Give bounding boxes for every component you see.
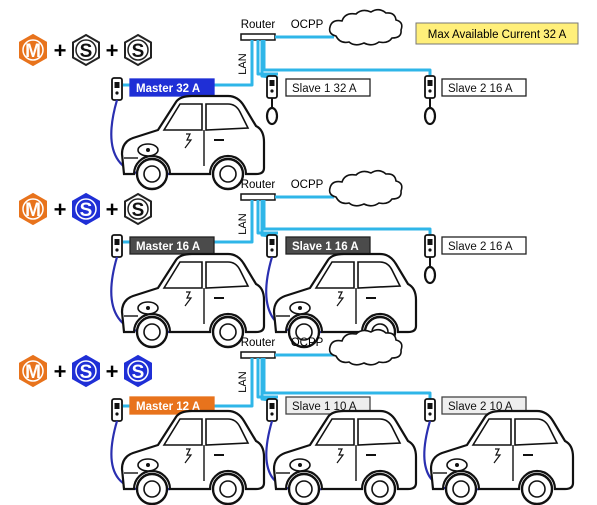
cloud-icon	[328, 169, 403, 207]
slave2-current-label: Slave 2 16 A	[448, 83, 513, 95]
master-current-label: Master 32 A	[136, 83, 200, 95]
router-icon	[240, 33, 276, 41]
badge-letter: S	[132, 362, 145, 383]
charger-icon	[424, 234, 436, 258]
cloud-icon	[328, 328, 403, 366]
badge-ring	[127, 198, 149, 220]
master-current-label-box	[129, 396, 215, 415]
plus-sign: +	[106, 38, 119, 63]
badge-ring	[75, 360, 97, 382]
plus-sign: +	[54, 38, 67, 63]
slave1-current-label: Slave 1 10 A	[292, 401, 357, 413]
lan-cable-slave2	[262, 40, 432, 76]
charger-icon	[424, 398, 436, 422]
master-current-label: Master 16 A	[136, 241, 200, 253]
badge-letter: S	[80, 41, 93, 62]
lan-cable-slave1	[256, 358, 278, 399]
scenario-3: M S S + + Router OCPP LAN Master 12 A Slave 1 10 …	[19, 328, 575, 505]
ocpp-label: OCPP	[291, 179, 324, 191]
slave1-current-label-box	[285, 78, 371, 97]
charger-icon	[111, 77, 123, 101]
router-icon	[240, 193, 276, 201]
slave2-current-label-box	[441, 78, 527, 97]
badge-letter: S	[80, 362, 93, 383]
badge-ring	[22, 198, 44, 220]
max-current-text: Max Available Current 32 A	[428, 29, 567, 41]
slave1-current-label-box	[285, 236, 371, 255]
charger-icon	[111, 398, 123, 422]
charger-icon	[266, 75, 278, 99]
lan-cable-slave2	[262, 200, 432, 235]
badge-letter: M	[25, 41, 41, 62]
slave2-current-label-box	[441, 396, 527, 415]
badge-letter: S	[132, 200, 145, 221]
charger-icon	[266, 234, 278, 258]
badge-letter: S	[80, 200, 93, 221]
master-current-label: Master 12 A	[136, 401, 200, 413]
car-icon	[429, 409, 575, 505]
max-current-box	[415, 22, 579, 45]
charger-icon	[266, 398, 278, 422]
connector-icon	[423, 265, 437, 285]
lan-label: LAN	[237, 371, 249, 392]
charger-icon	[111, 234, 123, 258]
badge-ring	[75, 198, 97, 220]
lan-cable-slave1	[256, 200, 278, 235]
ocpp-label: OCPP	[291, 19, 324, 31]
car-icon	[120, 252, 266, 349]
master-current-label-box	[129, 236, 215, 255]
master-current-label-box	[129, 78, 215, 97]
car-icon	[120, 409, 266, 505]
slave1-current-label: Slave 1 16 A	[292, 241, 359, 253]
router-label: Router	[241, 19, 276, 31]
lan-label: LAN	[237, 213, 249, 234]
ocpp-label: OCPP	[291, 337, 324, 349]
badge-ring	[127, 39, 149, 61]
router-label: Router	[241, 337, 276, 349]
connector-icon	[265, 106, 279, 126]
connector-icon	[423, 106, 437, 126]
lan-label: LAN	[237, 53, 249, 74]
badge-ring	[75, 39, 97, 61]
charger-icon	[424, 75, 436, 99]
slave2-current-label-box	[441, 236, 527, 255]
plus-sign: +	[106, 359, 119, 384]
slave2-current-label: Slave 2 16 A	[448, 241, 513, 253]
badge-letter: M	[25, 362, 41, 383]
badge-ring	[22, 39, 44, 61]
max-current-note: Max Available Current 32 A	[415, 22, 579, 45]
lan-cable-slave1	[256, 40, 278, 76]
car-icon	[120, 94, 266, 191]
slave1-current-label: Slave 1 32 A	[292, 83, 357, 95]
car-icon	[272, 252, 418, 349]
badge-letter: M	[25, 200, 41, 221]
plus-sign: +	[54, 359, 67, 384]
router-label: Router	[241, 179, 276, 191]
slave1-current-label-box	[285, 396, 371, 415]
lan-cable-slave2	[262, 358, 432, 399]
badge-letter: S	[132, 41, 145, 62]
cloud-icon	[328, 8, 403, 46]
slave2-current-label: Slave 2 10 A	[448, 401, 513, 413]
badge-ring	[22, 360, 44, 382]
car-icon	[272, 409, 418, 505]
router-icon	[240, 351, 276, 359]
plus-sign: +	[106, 197, 119, 222]
plus-sign: +	[54, 197, 67, 222]
badge-ring	[127, 360, 149, 382]
